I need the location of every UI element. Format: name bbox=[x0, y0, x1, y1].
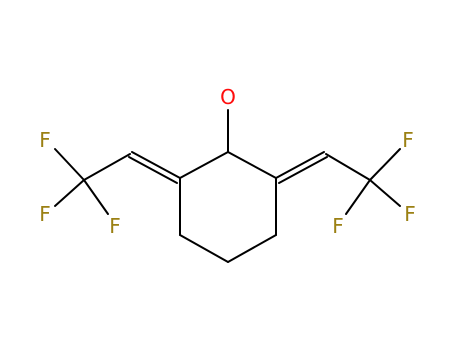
atom-label-fluorine-6: F bbox=[332, 214, 344, 238]
bond-c6-c1 bbox=[227, 151, 277, 179]
bond-c3-c4 bbox=[179, 234, 229, 263]
atom-label-oxygen: O bbox=[220, 85, 236, 109]
bond-c8-f3 bbox=[83, 179, 109, 215]
bond-c8-f2 bbox=[54, 179, 85, 207]
atom-label-fluorine-4: F bbox=[402, 128, 414, 152]
atom-label-fluorine-1: F bbox=[39, 128, 51, 152]
bond-c2-c7-second bbox=[128, 156, 178, 184]
bond-c4-c5 bbox=[227, 234, 277, 263]
left-trifluoromethyl-group bbox=[54, 148, 109, 215]
bond-c9-c10 bbox=[325, 153, 371, 181]
bond-c8-f1 bbox=[54, 148, 85, 181]
bond-c6-c9 bbox=[275, 151, 325, 179]
bond-c10-f4 bbox=[369, 148, 401, 181]
right-alkene-double-bond bbox=[275, 151, 328, 184]
atom-label-fluorine-5: F bbox=[404, 202, 416, 226]
bond-c1-c2 bbox=[179, 151, 229, 179]
right-trifluoromethyl-group bbox=[345, 148, 401, 215]
atom-label-fluorine-3: F bbox=[109, 214, 121, 238]
bond-c10-f5 bbox=[369, 179, 401, 207]
atom-label-fluorine-2: F bbox=[39, 202, 51, 226]
bond-c10-f6 bbox=[345, 179, 371, 215]
bond-c7-c8 bbox=[83, 153, 131, 181]
bond-c6-c9-second bbox=[278, 156, 328, 184]
cyclohexanone-ring bbox=[179, 151, 277, 263]
left-alkene-double-bond bbox=[128, 151, 181, 184]
bond-c2-c7 bbox=[131, 151, 181, 179]
